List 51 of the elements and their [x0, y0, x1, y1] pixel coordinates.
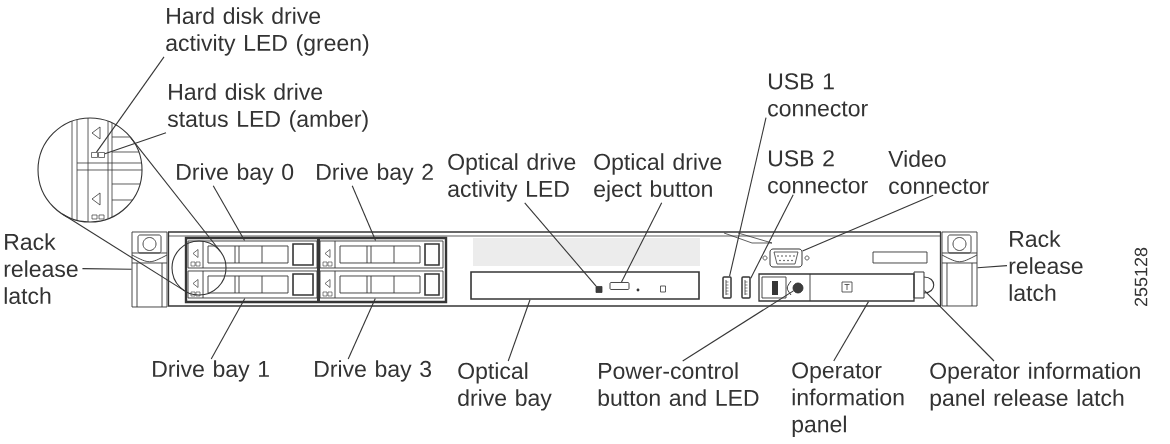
- power-button: [786, 280, 804, 296]
- callout-label: Hard disk drive status LED (amber): [167, 83, 368, 132]
- leader-line: [96, 56, 165, 153]
- panel-latch: [913, 271, 935, 299]
- callout-label: Optical drive activity LED: [448, 153, 576, 202]
- leader-line: [524, 202, 597, 287]
- drive-bay: [319, 270, 444, 299]
- callout-label: Power-control button and LED: [598, 362, 759, 407]
- callout-label: Optical drive bay: [458, 362, 552, 411]
- led-indicator: [98, 152, 105, 158]
- callout-label: Operator information panel: [792, 362, 904, 437]
- figure-number: 255128: [1134, 247, 1148, 307]
- callout-label: USB 2 connector: [768, 150, 868, 194]
- leader-line: [104, 132, 167, 155]
- leader-line: [976, 265, 1008, 269]
- callout-label: Drive bay 1: [153, 360, 269, 382]
- callout-label: Drive bay 3: [315, 360, 432, 382]
- rack-latch: [941, 231, 978, 307]
- drive-bay: [187, 240, 318, 269]
- activity-led: [595, 286, 603, 293]
- optical-drive-bay: [470, 271, 700, 300]
- operator-panel: [758, 273, 915, 302]
- usb-port: [741, 276, 751, 299]
- leader-line: [833, 301, 870, 362]
- leader-line: [81, 268, 133, 270]
- leader-line: [923, 290, 995, 362]
- callout-label: Optical drive eject button: [594, 153, 722, 202]
- leader-line: [347, 297, 376, 360]
- video-port: [769, 248, 803, 268]
- leader-line: [801, 194, 934, 252]
- leader-line: [507, 299, 531, 362]
- callout-label: Hard disk drive activity LED (green): [166, 7, 369, 56]
- usb-port: [722, 276, 732, 299]
- drive-bay: [319, 240, 444, 269]
- callout-label: Drive bay 0: [177, 163, 294, 185]
- led-indicator: [91, 152, 98, 158]
- leader-line: [729, 117, 767, 277]
- callout-label: Rack release latch: [4, 233, 78, 305]
- callout-label: Operator information panel release latch: [930, 362, 1140, 411]
- rack-latch: [131, 231, 168, 308]
- eject-button: [609, 282, 630, 290]
- callout-label: USB 1 connector: [768, 73, 868, 117]
- leader-line: [210, 297, 246, 360]
- leader-line: [682, 290, 794, 362]
- callout-label: Video connector: [888, 150, 989, 195]
- callout-label: Rack release latch: [1009, 230, 1083, 302]
- callout-label: Drive bay 2: [317, 163, 433, 185]
- leader-line: [212, 185, 246, 242]
- leader-line: [351, 185, 377, 242]
- drive-bay: [187, 270, 318, 299]
- leader-line: [750, 194, 794, 279]
